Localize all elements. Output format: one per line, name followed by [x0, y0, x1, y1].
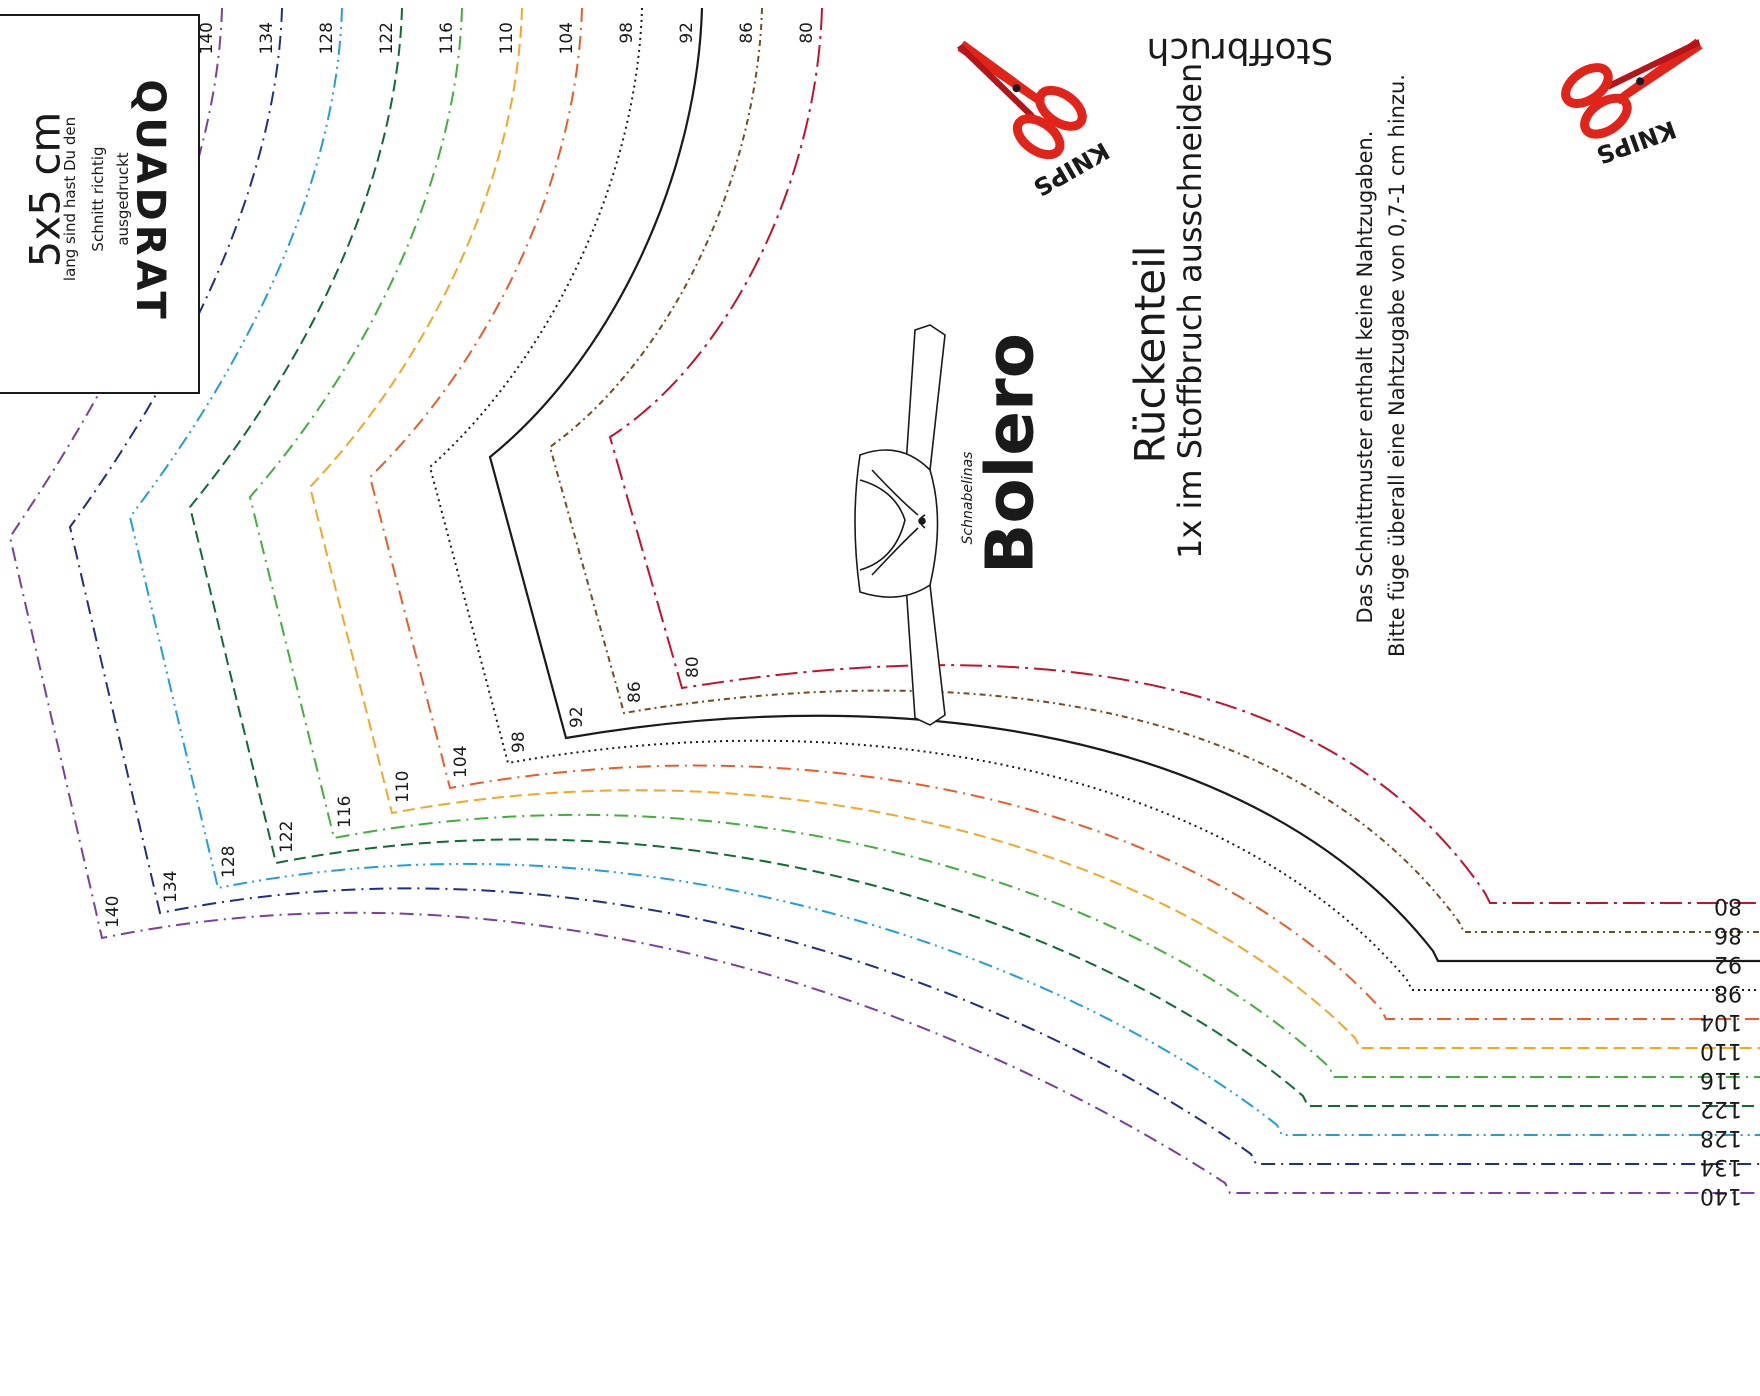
size-label-top-110: 110 — [497, 22, 517, 54]
size-label-corner-92: 92 — [567, 706, 587, 728]
size-outline-104 — [368, 7, 1760, 1020]
size-label-top-98: 98 — [617, 22, 637, 44]
size-label-corner-110: 110 — [393, 771, 413, 803]
size-label-top-116: 116 — [437, 22, 457, 54]
size-label-top-134: 134 — [257, 22, 277, 54]
size-label-top-92: 92 — [677, 22, 697, 44]
size-label-edge-92: 92 — [1714, 951, 1742, 976]
size-label-edge-122: 122 — [1700, 1096, 1742, 1121]
scissors-icon — [956, 40, 1087, 160]
size-label-corner-80: 80 — [683, 656, 703, 678]
size-label-edge-140: 140 — [1700, 1183, 1742, 1208]
size-outline-134 — [68, 7, 1760, 1165]
size-outlines — [8, 7, 1760, 1194]
size-label-edge-116: 116 — [1700, 1067, 1742, 1092]
seam-allowance-note-2: Bitte füge überall eine Nahtzugabe von 0… — [1385, 74, 1409, 657]
test-square-text-2: Schnitt richtig — [89, 146, 107, 252]
size-label-edge-86: 86 — [1714, 922, 1742, 947]
size-label-corner-98: 98 — [509, 731, 529, 753]
brand-title: Bolero — [971, 333, 1049, 574]
size-label-top-86: 86 — [737, 22, 757, 44]
piece-name: Rückenteil — [1125, 245, 1175, 464]
size-label-corner-134: 134 — [161, 871, 181, 903]
size-outline-80 — [608, 7, 1760, 904]
bolero-illustration — [854, 324, 946, 726]
size-label-top-128: 128 — [317, 22, 337, 54]
cut-instruction: 1x im Stoffbruch ausschneiden — [1171, 62, 1209, 559]
size-label-top-104: 104 — [557, 22, 577, 54]
size-label-edge-110: 110 — [1700, 1038, 1742, 1063]
test-square — [0, 14, 200, 394]
size-outline-140 — [8, 7, 1760, 1194]
size-label-edge-98: 98 — [1714, 980, 1742, 1005]
size-label-edge-104: 104 — [1700, 1009, 1742, 1034]
size-outline-86 — [548, 7, 1760, 933]
size-label-top-122: 122 — [377, 22, 397, 54]
size-label-edge-128: 128 — [1700, 1125, 1742, 1150]
size-label-corner-140: 140 — [103, 896, 123, 928]
seam-allowance-note-1: Das Schnittmuster enthalt keine Nahtzuga… — [1353, 130, 1377, 624]
fold-label: Stoffbruch — [1146, 30, 1334, 71]
test-square-text-1: lang sind hast Du den — [61, 116, 79, 282]
size-label-top-140: 140 — [197, 22, 217, 54]
size-outline-128 — [128, 7, 1760, 1136]
size-label-top-80: 80 — [797, 22, 817, 44]
scissors-icon — [1561, 38, 1703, 139]
test-square-word: QUADRAT — [127, 79, 173, 323]
size-outline-92 — [488, 7, 1760, 963]
size-label-corner-116: 116 — [335, 796, 355, 828]
size-label-edge-80: 80 — [1714, 893, 1742, 918]
size-outline-110 — [308, 7, 1760, 1049]
size-outline-116 — [248, 7, 1760, 1078]
size-outline-122 — [188, 7, 1760, 1107]
size-label-corner-86: 86 — [625, 681, 645, 703]
size-label-corner-122: 122 — [277, 821, 297, 853]
size-label-corner-128: 128 — [219, 846, 239, 878]
size-labels: 140 140 140 134 134 134 128 128 128 122 122 122 116 1… — [103, 22, 1742, 1208]
size-label-edge-134: 134 — [1700, 1154, 1742, 1179]
size-label-corner-104: 104 — [451, 746, 471, 778]
